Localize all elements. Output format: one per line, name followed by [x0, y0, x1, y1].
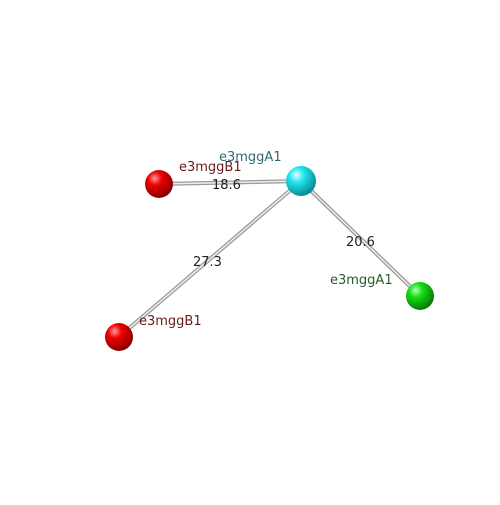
node-center-sphere[interactable] — [286, 166, 316, 196]
node-bottom-left-sphere[interactable] — [105, 323, 133, 351]
node-label-top-left: e3mggB1 — [179, 160, 242, 175]
edge-center-top-left — [157, 179, 303, 186]
node-label-right: e3mggA1 — [330, 273, 393, 288]
node-label-center: e3mggA1 — [219, 150, 282, 165]
edge-label-18-6: 18.6 — [212, 178, 241, 193]
edge-label-20-6: 20.6 — [346, 235, 375, 250]
node-right-sphere[interactable] — [406, 282, 434, 310]
edge-center-bottom-left — [117, 179, 303, 339]
node-label-bottom-left: e3mggB1 — [139, 314, 202, 329]
node-top-left-sphere[interactable] — [145, 170, 173, 198]
edge-label-27-3: 27.3 — [193, 255, 222, 270]
edge-center-right — [299, 179, 422, 298]
